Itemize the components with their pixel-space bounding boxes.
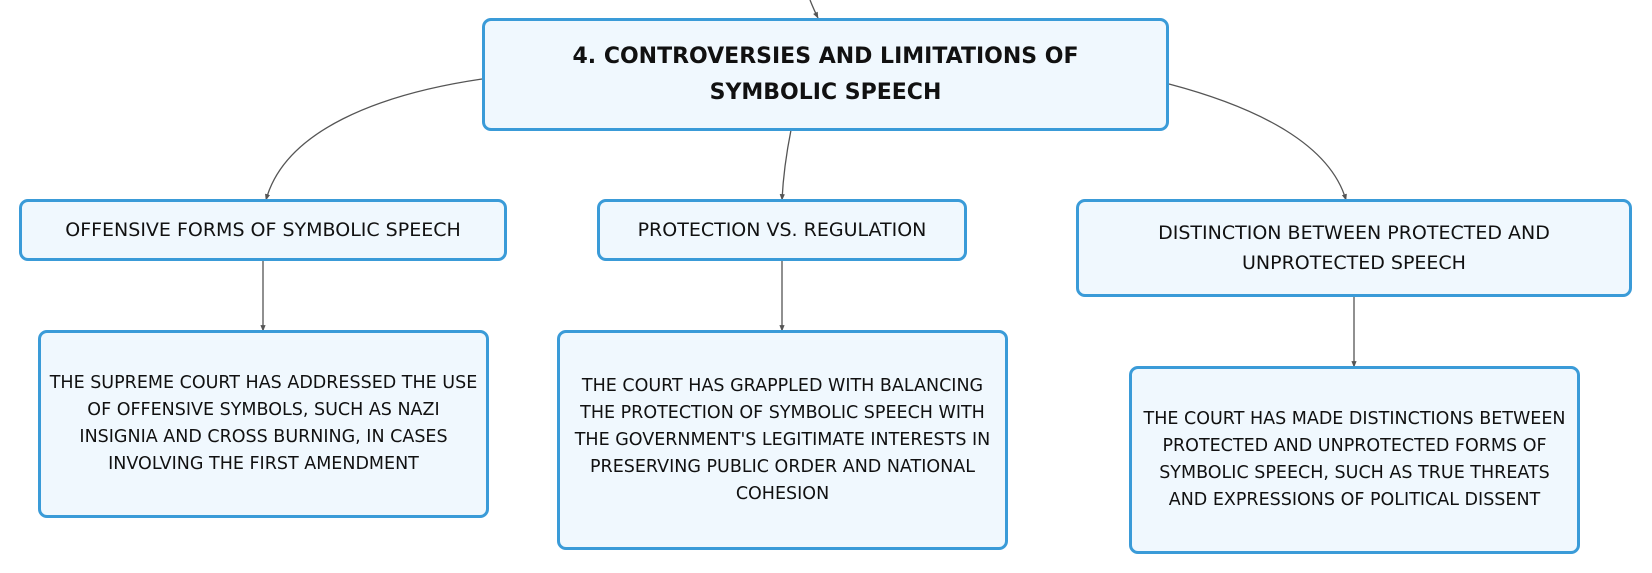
branch-node-distinction[interactable]: DISTINCTION BETWEEN PROTECTED AND UNPROT… (1076, 199, 1632, 297)
detail-node-distinction[interactable]: THE COURT HAS MADE DISTINCTIONS BETWEEN … (1129, 366, 1580, 554)
detail-node-offensive-forms[interactable]: THE SUPREME COURT HAS ADDRESSED THE USE … (38, 330, 489, 518)
detail-text-protection-vs-regulation: THE COURT HAS GRAPPLED WITH BALANCING TH… (574, 375, 991, 504)
branch-label-offensive-forms: OFFENSIVE FORMS OF SYMBOLIC SPEECH (65, 219, 461, 241)
root-topic-node[interactable]: 4. CONTROVERSIES AND LIMITATIONS OF SYMB… (482, 18, 1169, 131)
connector-root-to-distinction (1168, 83, 1347, 201)
detail-node-protection-vs-regulation[interactable]: THE COURT HAS GRAPPLED WITH BALANCING TH… (557, 330, 1008, 550)
connector-root-to-protection (779, 129, 792, 201)
branch-node-protection-vs-regulation[interactable]: PROTECTION VS. REGULATION (597, 199, 967, 261)
root-topic-label: 4. CONTROVERSIES AND LIMITATIONS OF SYMB… (572, 43, 1079, 105)
branch-label-distinction: DISTINCTION BETWEEN PROTECTED AND UNPROT… (1158, 222, 1550, 274)
branch-node-offensive-forms[interactable]: OFFENSIVE FORMS OF SYMBOLIC SPEECH (19, 199, 507, 261)
detail-text-distinction: THE COURT HAS MADE DISTINCTIONS BETWEEN … (1143, 409, 1566, 510)
connector-root-to-offensive (265, 78, 483, 201)
branch-label-protection-vs-regulation: PROTECTION VS. REGULATION (637, 219, 927, 241)
detail-text-offensive-forms: THE SUPREME COURT HAS ADDRESSED THE USE … (49, 373, 478, 474)
connector-incoming (809, 0, 819, 19)
